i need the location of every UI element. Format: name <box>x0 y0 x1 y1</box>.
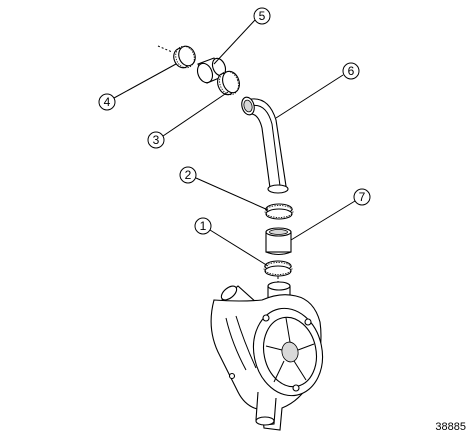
lower-clamp-part-2 <box>264 203 294 220</box>
callout-4: 4 <box>98 63 177 111</box>
upper-clamp-part-3 <box>217 70 240 96</box>
callout-6: 6 <box>275 62 360 119</box>
callout-3-label: 3 <box>153 133 160 147</box>
callout-2: 2 <box>179 166 269 211</box>
callout-5: 5 <box>213 7 271 65</box>
connector-sleeve-part-7 <box>265 227 292 255</box>
callout-4-label: 4 <box>104 95 111 109</box>
callout-2-label: 2 <box>185 168 192 182</box>
pump-housing <box>210 281 324 431</box>
callout-7: 7 <box>290 188 371 241</box>
upper-clamp-part-4 <box>157 45 196 69</box>
bent-hose-part-6 <box>241 96 289 194</box>
bottom-clamp-part-1 <box>263 260 293 277</box>
callout-1-label: 1 <box>200 219 207 233</box>
figure-number: 38885 <box>435 421 466 433</box>
callout-6-label: 6 <box>348 64 355 78</box>
callout-7-label: 7 <box>359 190 366 204</box>
callout-3: 3 <box>147 91 229 149</box>
callout-1: 1 <box>194 217 269 267</box>
callout-5-label: 5 <box>259 9 266 23</box>
